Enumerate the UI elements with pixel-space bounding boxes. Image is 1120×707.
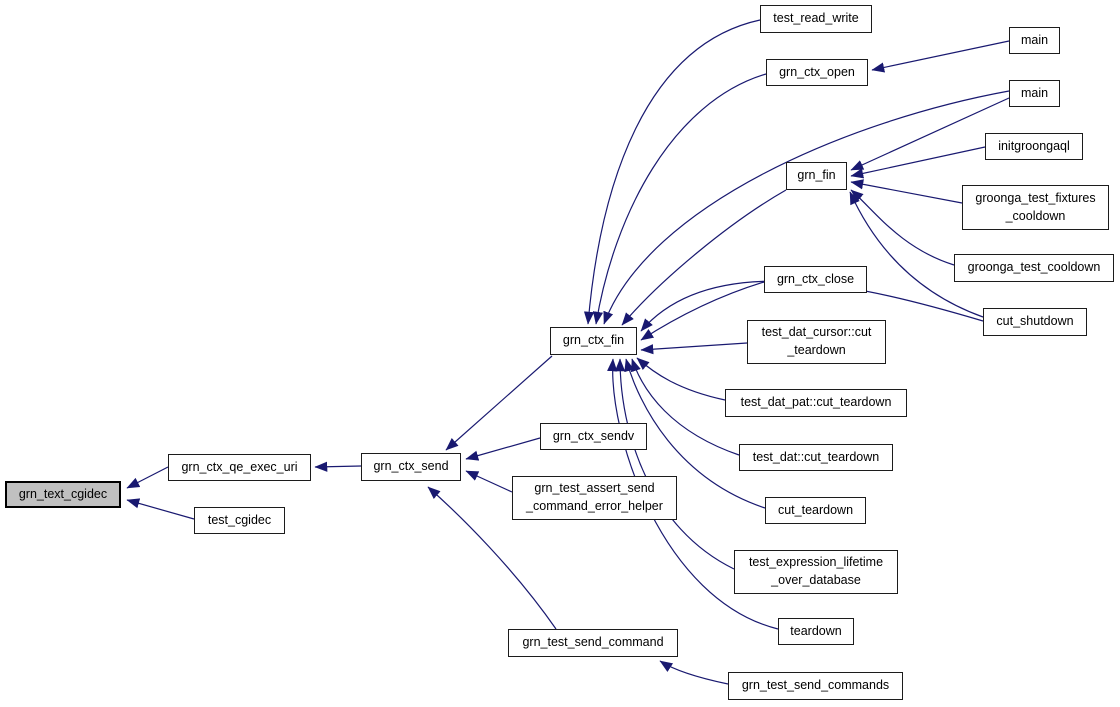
- graph-node-groonga_test_fixtures_cooldown[interactable]: groonga_test_fixtures _cooldown: [962, 185, 1109, 230]
- graph-node-label: test_dat_cursor::cut: [761, 325, 872, 340]
- graph-node-main_1[interactable]: main: [1009, 27, 1060, 54]
- graph-node-grn_test_assert_send_command_error_helper[interactable]: grn_test_assert_send _command_error_helpe…: [512, 476, 677, 520]
- graph-node-grn_test_send_commands[interactable]: grn_test_send_commands: [728, 672, 903, 700]
- graph-node-label: cut_shutdown: [996, 314, 1074, 329]
- edge-test_dat_cursor_cut_teardown-grn_ctx_fin: [640, 342, 748, 355]
- graph-node-grn_ctx_close[interactable]: grn_ctx_close: [764, 266, 867, 293]
- graph-node-label: test_cgidec: [207, 512, 272, 527]
- graph-node-label: _cooldown: [1005, 208, 1066, 223]
- graph-node-label: groonga_test_fixtures: [975, 190, 1096, 205]
- edge-grn_ctx_fin-grn_ctx_send: [445, 355, 553, 451]
- edge-grn_ctx_sendv-grn_ctx_send: [465, 437, 541, 461]
- graph-node-test_dat_cut_teardown[interactable]: test_dat::cut_teardown: [739, 444, 893, 471]
- edge-test_expression_lifetime_over_database-grn_ctx_fin: [614, 358, 735, 570]
- graph-node-grn_ctx_fin[interactable]: grn_ctx_fin: [550, 327, 637, 355]
- graph-node-label: _over_database: [771, 573, 861, 587]
- edge-groonga_test_fixtures_cooldown-grn_fin: [850, 179, 963, 204]
- graph-node-test_expression_lifetime_over_database[interactable]: test_expression_lifetime _over_database: [734, 550, 898, 594]
- graph-node-label: main: [1020, 32, 1049, 47]
- graph-node-label: test_read_write: [773, 11, 859, 26]
- edge-main_1-grn_ctx_open: [871, 40, 1010, 73]
- graph-node-test_read_write[interactable]: test_read_write: [760, 5, 872, 33]
- graph-node-label: _teardown: [787, 343, 846, 357]
- graph-node-label: _command_error_helper: [526, 499, 663, 513]
- graph-node-label: test_dat::cut_teardown: [752, 449, 880, 464]
- edge-grn_ctx_send-grn_ctx_qe_exec_uri: [314, 461, 362, 472]
- graph-node-groonga_test_cooldown[interactable]: groonga_test_cooldown: [954, 254, 1114, 282]
- graph-node-grn_ctx_open[interactable]: grn_ctx_open: [766, 59, 868, 86]
- edge-grn_test_send_commands-grn_test_send_command: [659, 660, 729, 685]
- graph-node-grn_test_send_command[interactable]: grn_test_send_command: [508, 629, 678, 657]
- graph-node-label: grn_ctx_qe_exec_uri: [181, 459, 298, 474]
- graph-node-grn_ctx_sendv[interactable]: grn_ctx_sendv: [540, 423, 647, 450]
- edge-grn_test_send_command-grn_ctx_send: [427, 486, 557, 630]
- graph-node-label: grn_ctx_close: [776, 271, 855, 286]
- edge-cut_teardown-grn_ctx_fin: [624, 358, 766, 509]
- graph-node-teardown[interactable]: teardown: [778, 618, 854, 645]
- graph-node-grn_ctx_qe_exec_uri[interactable]: grn_ctx_qe_exec_uri: [168, 454, 311, 481]
- graph-node-label: grn_ctx_fin: [562, 333, 625, 348]
- graph-node-main_2[interactable]: main: [1009, 80, 1060, 107]
- graph-node-label: grn_ctx_sendv: [552, 428, 635, 443]
- edge-test_read_write-grn_ctx_fin: [583, 19, 761, 325]
- graph-node-test_cgidec[interactable]: test_cgidec: [194, 507, 285, 534]
- edge-groonga_test_cooldown-grn_fin: [850, 189, 955, 266]
- graph-node-label: grn_text_cgidec: [18, 486, 108, 501]
- graph-node-grn_ctx_send[interactable]: grn_ctx_send: [361, 453, 461, 481]
- graph-node-label: grn_ctx_send: [373, 459, 449, 474]
- edge-grn_ctx_open-grn_ctx_fin: [592, 73, 767, 325]
- graph-node-test_dat_pat_cut_teardown[interactable]: test_dat_pat::cut_teardown: [725, 389, 907, 417]
- graph-node-label: grn_test_send_commands: [741, 678, 890, 693]
- edge-test_dat_cut_teardown-grn_ctx_fin: [631, 358, 740, 456]
- edge-main_2-grn_fin: [850, 97, 1010, 171]
- graph-node-initgroongaql[interactable]: initgroongaql: [985, 133, 1083, 160]
- edge-test_cgidec-grn_text_cgidec: [126, 498, 195, 520]
- graph-node-label: initgroongaql: [998, 138, 1070, 153]
- edge-grn_fin-grn_ctx_fin: [621, 189, 787, 326]
- graph-node-label: grn_fin: [797, 168, 836, 183]
- edge-grn_ctx_qe_exec_uri-grn_text_cgidec: [126, 466, 169, 489]
- graph-node-grn_fin[interactable]: grn_fin: [786, 162, 847, 190]
- graph-node-label: grn_test_assert_send: [534, 481, 655, 496]
- edge-initgroongaql-grn_fin: [850, 146, 986, 179]
- graph-node-cut_teardown[interactable]: cut_teardown: [765, 497, 866, 524]
- graph-node-cut_shutdown[interactable]: cut_shutdown: [983, 308, 1087, 336]
- graph-node-label: groonga_test_cooldown: [967, 260, 1101, 275]
- graph-node-label: main: [1020, 85, 1049, 100]
- edge-test_dat_pat_cut_teardown-grn_ctx_fin: [636, 357, 726, 401]
- edge-cut_shutdown-grn_fin: [849, 191, 984, 318]
- graph-node-label: cut_teardown: [777, 502, 854, 517]
- graph-node-label: grn_ctx_open: [779, 64, 855, 79]
- graph-node-label: test_expression_lifetime: [748, 555, 884, 570]
- edge-main_2-grn_ctx_fin: [603, 90, 1010, 325]
- graph-node-label: teardown: [790, 623, 842, 638]
- edge-grn_test_assert_send_command_error_helper-grn_ctx_send: [465, 470, 513, 493]
- graph-node-label: test_dat_pat::cut_teardown: [740, 395, 892, 410]
- graph-node-grn_text_cgidec[interactable]: grn_text_cgidec: [5, 481, 121, 508]
- graph-node-label: grn_test_send_command: [522, 635, 664, 650]
- graph-node-test_dat_cursor_cut_teardown[interactable]: test_dat_cursor::cut_teardown: [747, 320, 886, 364]
- edge-grn_ctx_close-grn_ctx_fin: [640, 281, 765, 341]
